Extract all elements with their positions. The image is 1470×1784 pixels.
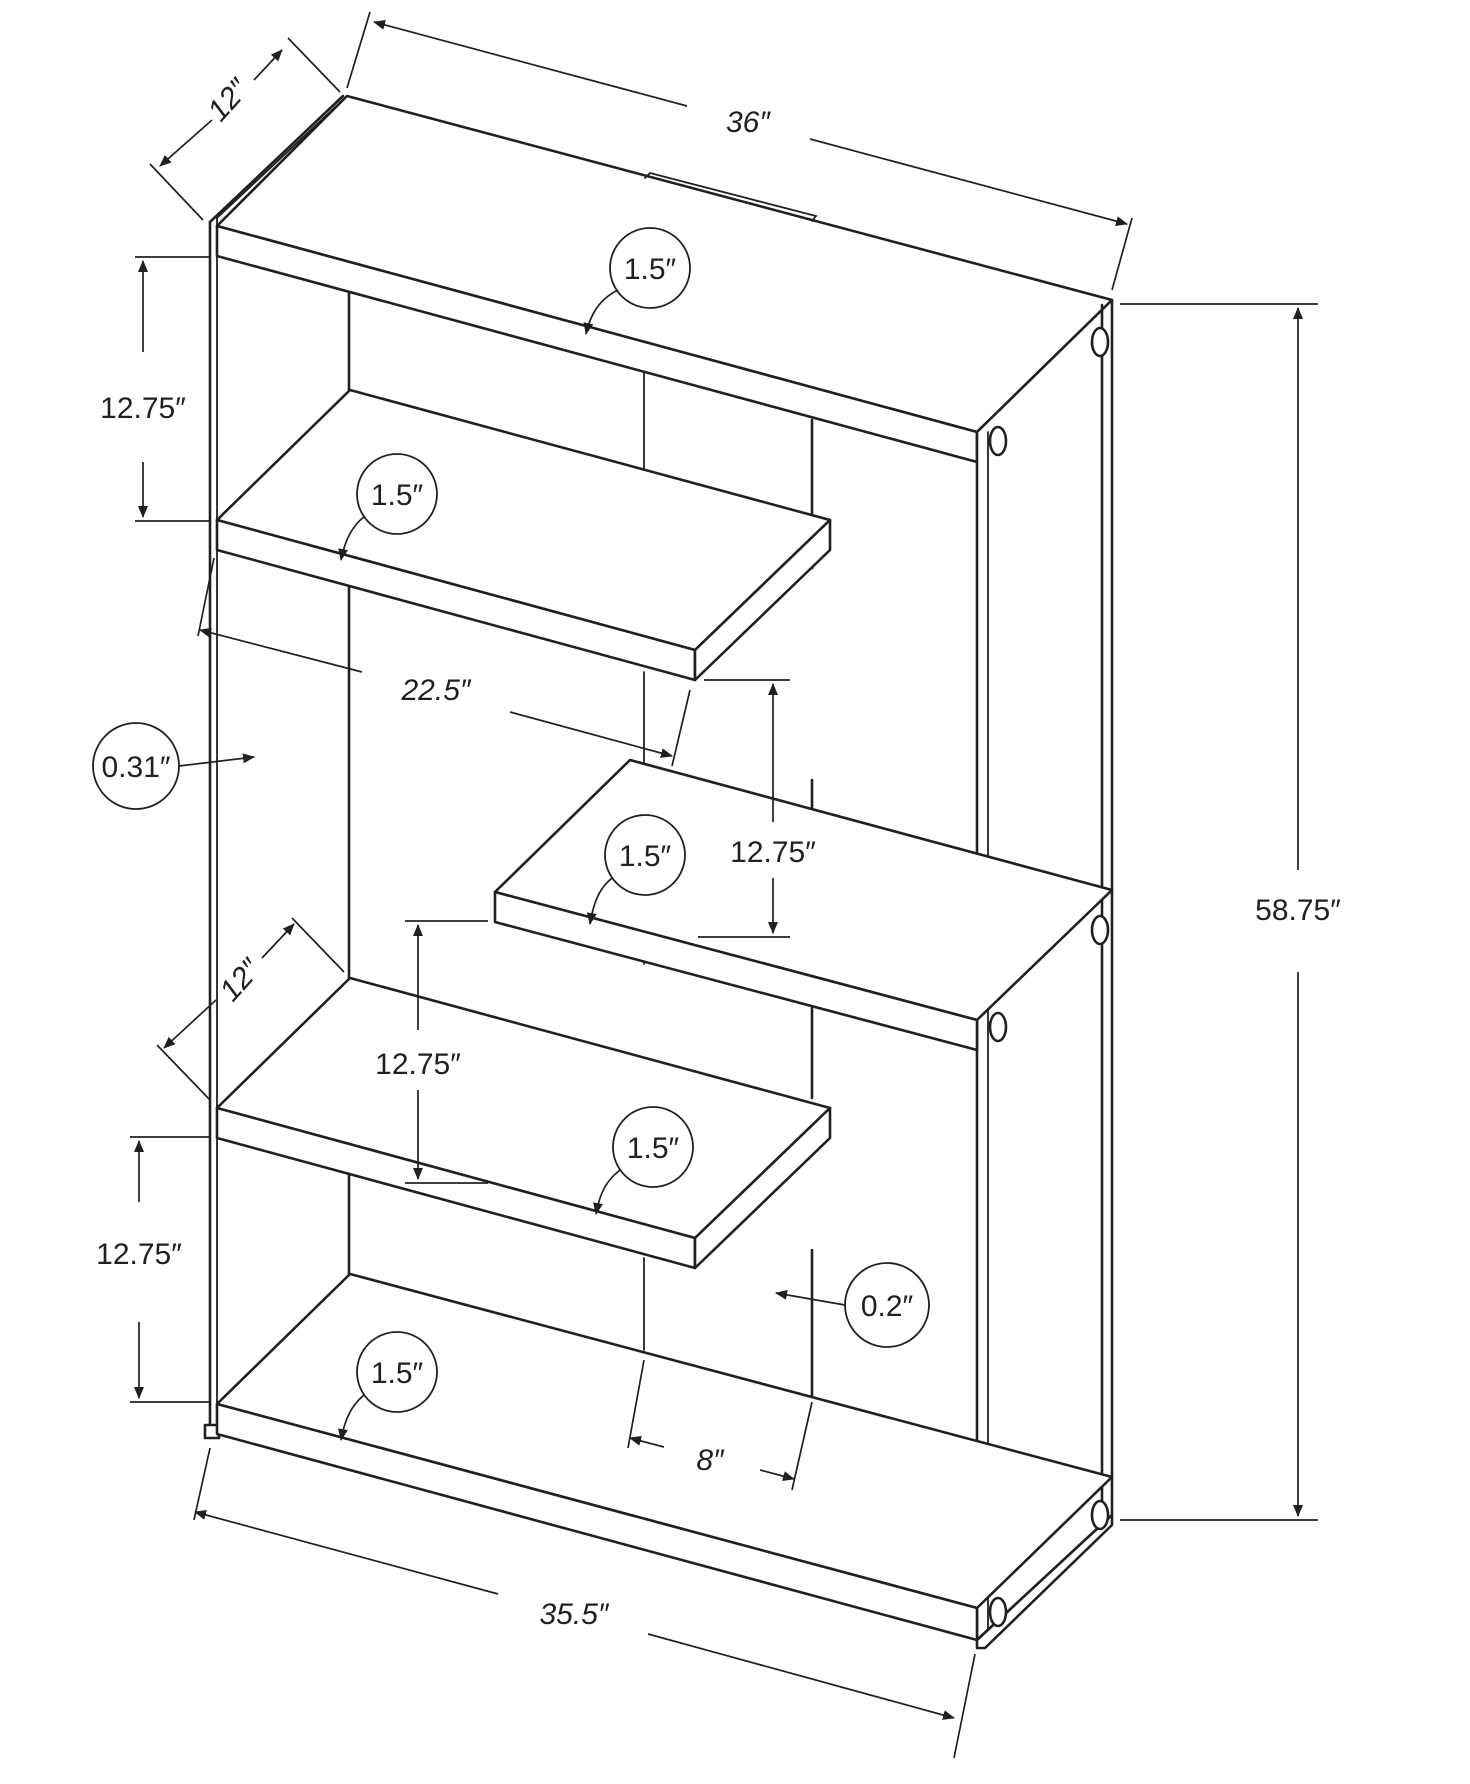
dim-depth-top-line-b [253,49,283,81]
dim-bottom-width: 35.5″ [193,1447,976,1759]
callout-shelf-upper-leader [338,515,366,561]
shelf-middle-front [493,890,979,1052]
ext-divider-right [791,1401,813,1491]
shelf-lower-side [693,1106,832,1270]
shelf-lower [215,976,832,1270]
callout-shelf-middle-leader [586,877,613,925]
left-panel-top-edge [208,94,345,224]
ext-depth-side-a [156,1044,211,1101]
callout-top-label: 1.5″ [624,253,677,286]
ext-width-left [346,11,371,89]
dim-bottom-line-a [194,1510,499,1595]
ext-shelf-width-right [671,689,691,767]
callout-shelf-middle-label: 1.5″ [619,840,672,873]
ext-depth-top-b [287,37,341,93]
callout-bottom-label: 1.5″ [371,1357,424,1390]
top-handle [644,171,818,222]
callout-glass-side-label: 0.31″ [101,751,170,784]
callout-top-leader [583,289,619,335]
bolt-bottom-front [988,1596,1008,1628]
ext-divider-left [627,1359,645,1449]
callout-shelf-lower-label: 1.5″ [627,1132,680,1165]
bolt-mid-front [988,1011,1008,1043]
dim-width-line-b [809,138,1128,226]
callout-shelf-middle: 1.5″ [586,814,686,925]
dim-width: 36″ [346,11,1133,291]
callout-top: 1.5″ [583,227,691,335]
dim-divider-spacing-label: 8″ [696,1444,725,1477]
callout-glass-divider-leader [775,1289,846,1306]
callout-glass-divider-label: 0.2″ [861,1290,914,1323]
dim-shelf-width-line-b [509,711,673,758]
dim-spacing-bottom: 12.75″ [96,1136,210,1403]
bottom-slab-foot [975,1513,1114,1650]
ext-width-right [1111,217,1133,291]
dim-spacing-lower-label: 12.75″ [375,1048,461,1081]
dim-shelf-width: 22.5″ [197,557,691,767]
ext-depth-top-a [149,163,204,221]
callout-shelf-middle-circle [604,814,686,896]
dim-divider-line-b [759,1469,795,1482]
bottom-slab [215,1272,1114,1650]
shelf-upper [215,388,832,682]
dim-depth-top-line-a [159,119,213,167]
dim-spacing-top: 12.75″ [100,256,210,522]
callout-shelf-lower-circle [612,1106,694,1188]
ext-bottom-right [953,1653,976,1759]
shelf-upper-side [693,518,832,682]
dim-bottom-line-b [647,1633,955,1720]
dim-divider-spacing: 8″ [627,1359,813,1491]
dim-spacing-middle: 12.75″ [698,679,816,938]
dim-depth-top-label: 12″ [201,72,256,128]
dim-spacing-top-label: 12.75″ [100,392,186,425]
callout-bottom-circle [356,1331,438,1413]
dim-shelf-width-line-a [199,627,363,673]
callout-glass-side-leader [178,753,255,767]
bolt-bottom-back [1090,1499,1110,1531]
callout-glass-divider: 0.2″ [775,1262,930,1348]
dim-spacing-middle-label: 12.75″ [730,836,816,869]
bolt-top-back [1090,326,1110,358]
dim-height-label: 58.75″ [1255,894,1341,927]
ext-shelf-width-left [197,557,215,637]
dim-width-label: 36″ [726,106,771,139]
callout-shelf-upper: 1.5″ [338,453,438,561]
ext-bottom-left [193,1447,211,1521]
dim-depth-side-label: 12″ [213,952,268,1008]
bolt-mid-back [1090,914,1110,946]
callout-shelf-upper-circle [356,453,438,535]
dim-bottom-width-label: 35.5″ [539,1598,609,1631]
ext-depth-side-b [291,917,345,973]
dim-spacing-bottom-label: 12.75″ [96,1238,182,1271]
dim-depth-side-line-a [163,999,217,1049]
dim-spacing-lower: 12.75″ [375,920,488,1184]
left-glass-panel [203,94,348,1440]
dim-width-line-a [373,20,688,107]
callout-top-circle [609,227,691,309]
right-glass-panel [975,298,1114,1642]
callout-shelf-lower-leader [593,1169,621,1215]
dim-depth-side-line-b [261,923,295,959]
callout-bottom-leader [338,1394,365,1441]
callout-shelf-lower: 1.5″ [593,1106,694,1215]
callout-shelf-upper-label: 1.5″ [371,479,424,512]
bolt-top-front [988,425,1008,457]
glass-bolts [988,326,1110,1628]
callout-bottom: 1.5″ [338,1331,438,1441]
dim-shelf-width-label: 22.5″ [400,674,471,707]
dim-height: 58.75″ [1120,303,1341,1521]
callout-glass-side: 0.31″ [92,722,255,810]
dim-divider-line-a [629,1435,665,1448]
